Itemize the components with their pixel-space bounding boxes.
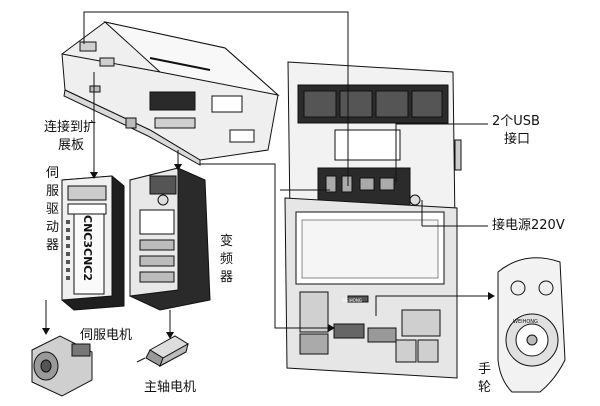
label-spindle-motor: 主轴电机 (144, 380, 197, 395)
label-servo-drive-3: 驱 (46, 202, 60, 217)
label-usb-line1: 2个USB (492, 114, 540, 129)
handwheel-device: WEIHONG (497, 257, 566, 393)
label-servo-motor: 伺服电机 (80, 328, 133, 343)
label-servo-drive-2: 服 (46, 184, 60, 199)
label-expansion-board-line2: 展板 (58, 138, 85, 153)
label-handwheel-1: 手 (478, 362, 492, 377)
industrial-pc-back (287, 61, 462, 226)
servo-motor (31, 335, 93, 397)
label-servo-drive-1: 伺 (46, 166, 60, 181)
servo-drive-vertical-text: CNC3CNC2 (81, 215, 94, 281)
label-servo-drive-4: 动 (46, 220, 60, 235)
panel-brand-text: WEIHONG (342, 298, 362, 303)
connection-lines (42, 11, 495, 339)
servo-drive: CNC3CNC2 (61, 175, 125, 311)
inverter (129, 167, 211, 311)
handwheel-brand-text: WEIHONG (513, 319, 538, 325)
label-expansion-board-line1: 连接到扩 (44, 120, 97, 135)
label-inverter-2: 频 (220, 252, 234, 267)
label-usb-line2: 接口 (504, 132, 531, 147)
controller-box (61, 21, 280, 166)
label-power: 接电源220V (492, 218, 565, 233)
label-handwheel-2: 轮 (478, 380, 492, 395)
label-inverter-3: 器 (220, 270, 234, 285)
control-panel: WEIHONG (284, 197, 458, 379)
spindle-motor (136, 335, 189, 368)
label-inverter-1: 变 (220, 234, 234, 249)
label-servo-drive-5: 器 (46, 238, 60, 253)
